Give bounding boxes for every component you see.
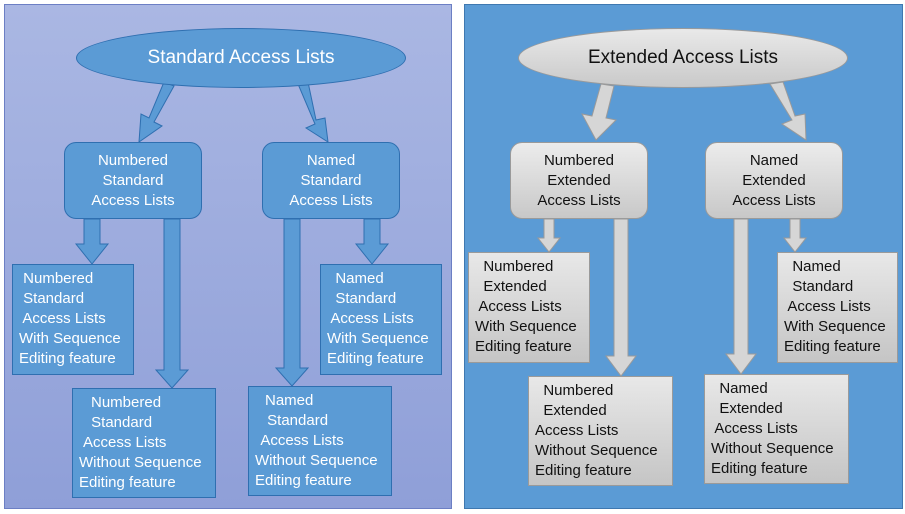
leaf-line: Standard [19, 290, 85, 307]
leaf-line: Extended [475, 278, 547, 295]
arrow-numbered-to-with-seq-ext [536, 218, 562, 253]
node-line: Numbered [543, 151, 615, 169]
named-standard-with-seq-leaf: Named Standard Access Lists With Sequenc… [320, 264, 442, 375]
node-line: Access Lists [537, 191, 621, 209]
leaf-line: Editing feature [711, 460, 808, 477]
leaf-line: With Sequence [327, 330, 429, 347]
arrow-named-to-with-seq-ext [782, 218, 808, 253]
node-line: Standard [300, 171, 362, 189]
leaf-line: Numbered [91, 394, 162, 411]
node-line: Named [306, 151, 356, 169]
leaf-line: Extended [535, 402, 607, 419]
leaf-line: With Sequence [784, 318, 886, 335]
leaf-line: Access Lists [83, 434, 167, 451]
standard-acl-root-label: Standard Access Lists [147, 47, 335, 68]
leaf-line: Named [711, 380, 768, 397]
leaf-line: With Sequence [19, 330, 121, 347]
leaf-line: Editing feature [327, 350, 424, 367]
named-extended-with-seq-leaf: Named Standard Access Lists With Sequenc… [777, 252, 898, 363]
numbered-standard-node: Numbered Standard Access Lists [64, 142, 202, 219]
named-extended-node: Named Extended Access Lists [705, 142, 843, 219]
leaf-line: Standard [87, 414, 153, 431]
numbered-extended-node: Numbered Extended Access Lists [510, 142, 648, 219]
leaf-line: Editing feature [535, 462, 632, 479]
named-extended-without-seq-leaf: Named Extended Access Lists Without Sequ… [704, 374, 849, 484]
leaf-line: Numbered [19, 270, 94, 287]
named-standard-node: Named Standard Access Lists [262, 142, 400, 219]
node-line: Extended [547, 171, 611, 189]
leaf-line: Standard [784, 278, 854, 295]
standard-acl-root: Standard Access Lists [76, 28, 406, 88]
arrow-root-to-named-extended [769, 81, 807, 141]
node-line: Extended [742, 171, 806, 189]
leaf-line: Named [265, 392, 314, 409]
leaf-line: Without Sequence [535, 442, 658, 459]
numbered-standard-without-seq-leaf: Numbered Standard Access Lists Without S… [72, 388, 216, 498]
leaf-line: Standard [327, 290, 397, 307]
node-line: Access Lists [289, 191, 373, 209]
leaf-line: Editing feature [79, 474, 176, 491]
leaf-line: Access Lists [535, 422, 619, 439]
arrow-numbered-to-without-seq-ext [605, 218, 637, 377]
arrow-named-to-without-seq [274, 218, 310, 387]
named-standard-without-seq-leaf: Named Standard Access Lists Without Sequ… [248, 386, 392, 496]
node-line: Access Lists [91, 191, 175, 209]
leaf-line: Extended [711, 400, 783, 417]
arrow-root-to-named-standard [297, 81, 329, 143]
numbered-standard-with-seq-leaf: Numbered Standard Access Lists With Sequ… [12, 264, 134, 375]
node-line: Access Lists [732, 191, 816, 209]
arrow-root-to-numbered-extended [581, 83, 618, 141]
leaf-line: Access Lists [475, 298, 562, 315]
leaf-line: Access Lists [784, 298, 871, 315]
node-line: Standard [102, 171, 164, 189]
leaf-line: Editing feature [784, 338, 881, 355]
leaf-line: With Sequence [475, 318, 577, 335]
leaf-line: Editing feature [255, 472, 352, 489]
leaf-line: Named [327, 270, 384, 287]
leaf-line: Numbered [535, 382, 614, 399]
leaf-line: Without Sequence [711, 440, 834, 457]
leaf-line: Without Sequence [255, 452, 378, 469]
arrow-root-to-numbered-standard [138, 81, 175, 144]
leaf-line: Editing feature [19, 350, 116, 367]
leaf-line: Access Lists [711, 420, 798, 437]
arrow-named-to-without-seq-ext [725, 218, 757, 375]
node-line: Named [749, 151, 799, 169]
numbered-extended-with-seq-leaf: Numbered Extended Access Lists With Sequ… [468, 252, 590, 363]
leaf-line: Without Sequence [79, 454, 202, 471]
leaf-line: Standard [263, 412, 329, 429]
leaf-line: Editing feature [475, 338, 572, 355]
numbered-extended-without-seq-leaf: Numbered Extended Access Lists Without S… [528, 376, 673, 486]
extended-acl-root: Extended Access Lists [518, 28, 848, 88]
node-line: Numbered [97, 151, 169, 169]
arrow-named-to-with-seq [354, 218, 390, 265]
extended-acl-root-label: Extended Access Lists [587, 47, 779, 68]
leaf-line: Access Lists [327, 310, 414, 327]
leaf-line: Access Lists [19, 310, 106, 327]
arrow-numbered-to-with-seq [74, 218, 110, 265]
arrow-numbered-to-without-seq [154, 218, 190, 389]
leaf-line: Access Lists [257, 432, 344, 449]
leaf-line: Named [784, 258, 841, 275]
leaf-line: Numbered [475, 258, 554, 275]
